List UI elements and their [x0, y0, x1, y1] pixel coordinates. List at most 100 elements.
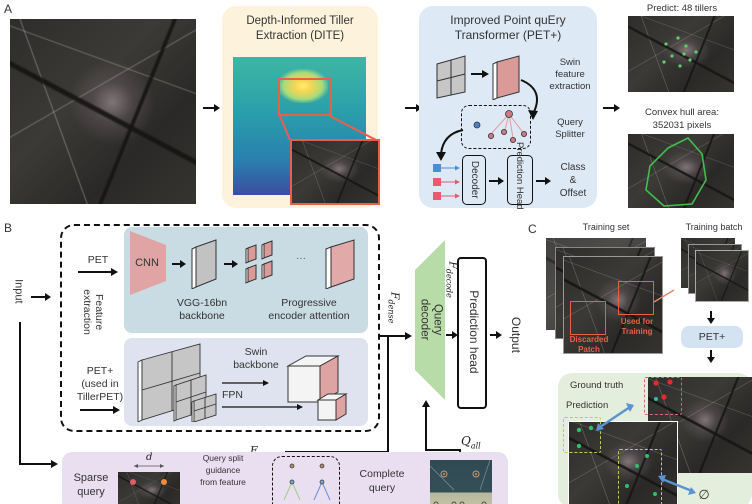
- convex-hull-polygon: [645, 137, 707, 207]
- sparse-query-image: [118, 472, 180, 504]
- arrow-down-icon: [707, 350, 715, 363]
- arrow-right-icon: [446, 331, 458, 339]
- swin-feature-cubes: [286, 355, 348, 421]
- photo-texture: [10, 19, 196, 204]
- training-patch-box: [618, 281, 654, 315]
- swin-patch-pyramid: [137, 343, 217, 422]
- class-offset-label-1: Class: [560, 162, 586, 173]
- dite-panel: Depth-Informed Tiller Extraction (DITE): [222, 6, 380, 208]
- discarded-label-1: Discarded: [569, 335, 609, 344]
- class-offset-label-2: &: [569, 175, 577, 186]
- query-splitter-box: [461, 105, 531, 149]
- crop-highlight-box: [278, 78, 332, 116]
- query-decoder-label: Query decoder: [418, 285, 444, 355]
- sparse-query-points: [130, 479, 167, 485]
- q-all-label: Qall: [461, 434, 481, 450]
- prediction-image: [628, 16, 734, 92]
- input-field-photo: [10, 19, 196, 204]
- complete-query-label-1: Complete: [359, 468, 405, 480]
- swin-feature-label-3: extraction: [549, 81, 591, 92]
- complete-query-label-2: query: [368, 482, 396, 494]
- prediction-head-label: Prediction head: [466, 290, 481, 374]
- hull-area-label-1: Convex hull area:: [645, 107, 719, 118]
- prediction-label: Prediction: [566, 400, 609, 411]
- unmatched-arrow-icon: [658, 475, 696, 495]
- patch-to-batch-arrow: [653, 289, 675, 303]
- arrow-right-icon: [203, 104, 220, 112]
- f-dense-symbol: F: [388, 291, 402, 300]
- matching-panel: Ground truth Prediction ∅: [558, 373, 752, 504]
- fpn-label: FPN: [222, 389, 243, 401]
- match-arrow-icon: [596, 403, 634, 431]
- pet-plus-title-line1: Improved Point quEry: [450, 13, 566, 27]
- swin-patch-grid: [436, 55, 520, 100]
- panel-b-letter: B: [4, 221, 13, 235]
- feature-extraction-label: Feature extraction: [81, 277, 105, 347]
- prediction-crop-image: [568, 421, 678, 504]
- pet-backbone-box: CNN ··· VGG-16bn backbone Progressive en…: [124, 227, 368, 333]
- predict-count-label: Predict: 48 tillers: [646, 3, 718, 14]
- input-to-sparse-connector: [19, 322, 58, 468]
- prediction-region-box-1: [563, 417, 601, 453]
- output-label: Output: [508, 316, 523, 353]
- q-all-subscript: all: [470, 441, 481, 451]
- arrow-right-icon: [78, 268, 118, 276]
- discarded-patch-box: [570, 301, 606, 335]
- empty-set-label: ∅: [698, 487, 710, 502]
- arrow-right-icon: [224, 260, 238, 268]
- zoomed-crop-image: [290, 139, 380, 205]
- input-label: Input: [12, 279, 25, 304]
- arrow-down-icon: [707, 311, 715, 324]
- vgg-label-1: VGG-16bn: [176, 297, 228, 309]
- arrow-right-icon: [490, 331, 502, 339]
- class-offset-label-3: Offset: [559, 188, 587, 199]
- f-dense-subscript: dense: [386, 299, 396, 324]
- query-decoder-label-2: decoder: [419, 298, 431, 341]
- query-construction-box: Sparse query d Query split guidance from…: [62, 452, 508, 504]
- arrow-right-icon: [222, 380, 269, 386]
- split-guidance-label-3: from feature: [200, 477, 246, 487]
- progressive-label-1: Progressive: [281, 297, 337, 309]
- arrow-right-icon: [31, 293, 51, 301]
- query-tokens: [433, 164, 460, 200]
- f-sparse-symbol: F: [250, 444, 258, 457]
- vgg-label-2: backbone: [179, 310, 225, 322]
- pet-plus-label-2: (used in: [81, 378, 119, 390]
- swin-feature-label-2: feature: [555, 69, 585, 80]
- cnn-trapezoid: [130, 231, 166, 295]
- training-batch-front: [695, 250, 749, 302]
- arrow-right-icon: [536, 177, 551, 185]
- arrow-right-icon: [603, 104, 620, 112]
- f-decode-subscript: decode: [444, 268, 454, 298]
- hull-area-label-2: 352031 pixels: [652, 120, 712, 131]
- decoder-label: Decoder: [468, 160, 480, 199]
- ground-truth-region-box: [644, 377, 682, 415]
- query-decoder-label-1: Query: [431, 303, 444, 336]
- curved-arrow-icon: [436, 129, 464, 161]
- query-decoder-block: [415, 240, 445, 400]
- panel-c-letter: C: [528, 222, 537, 236]
- complete-query-points: [430, 460, 491, 504]
- used-label-2: Training: [621, 327, 653, 336]
- pet-plus-title-line2: Transformer (PET+): [454, 28, 562, 42]
- arrow-right-icon: [80, 406, 120, 414]
- q-all-symbol: Q: [461, 434, 471, 448]
- prediction-points: [662, 36, 698, 68]
- query-splitter-points: [473, 110, 528, 144]
- progressive-label-2: encoder attention: [268, 310, 350, 322]
- convex-hull-image: [628, 134, 734, 208]
- ground-truth-points: [653, 379, 673, 401]
- training-batch-label: Training batch: [685, 222, 743, 232]
- training-image-front: Discarded Patch Used for Training: [563, 256, 663, 354]
- prediction-head-block: Prediction head: [457, 257, 487, 409]
- f-dense-connector: [380, 332, 412, 450]
- swin-feature-label-1: Swin: [559, 57, 581, 68]
- feature-extraction-dashed-box: [60, 224, 380, 432]
- arrow-right-icon: [172, 260, 186, 268]
- f-dense-label: Fdense: [386, 288, 401, 328]
- pet-plus-label-1: PET+: [86, 365, 114, 377]
- vgg-feature-map: [191, 239, 217, 289]
- depth-hotspot: [278, 69, 328, 103]
- ground-truth-label: Ground truth: [570, 380, 624, 391]
- feature-extraction-label-2: extraction: [81, 289, 93, 335]
